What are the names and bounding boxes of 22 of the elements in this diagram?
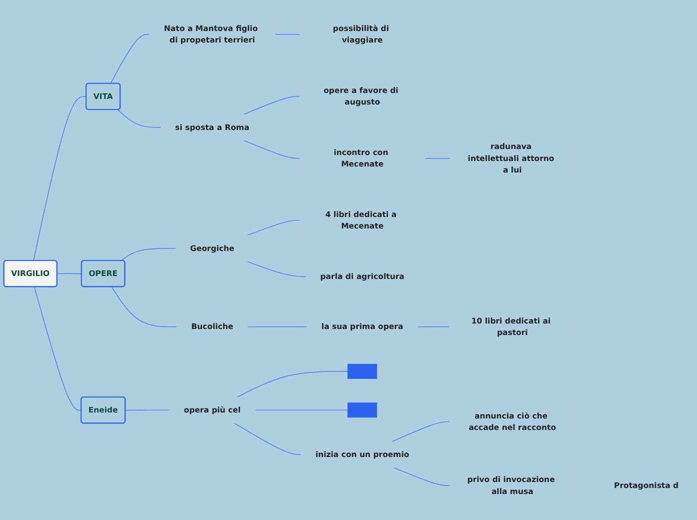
- connector: [246, 220, 300, 236]
- connector: [392, 421, 450, 442]
- connector: [111, 286, 178, 328]
- connector: [56, 273, 82, 274]
- connector: [244, 140, 300, 159]
- connector: [34, 286, 82, 411]
- connector: [117, 109, 161, 128]
- connector: [394, 467, 450, 486]
- connector: [237, 370, 348, 398]
- connector: [125, 410, 170, 411]
- connector: [424, 158, 450, 159]
- connector: [246, 261, 306, 277]
- connector: [110, 34, 150, 84]
- connector: [234, 422, 302, 455]
- connector: [417, 326, 450, 328]
- node-bar: [348, 364, 378, 379]
- connector: [33, 96, 87, 262]
- node-bar: [348, 402, 378, 418]
- connector: [120, 248, 176, 262]
- connector: [244, 96, 300, 115]
- connector: [274, 34, 300, 35]
- connector: [247, 326, 308, 328]
